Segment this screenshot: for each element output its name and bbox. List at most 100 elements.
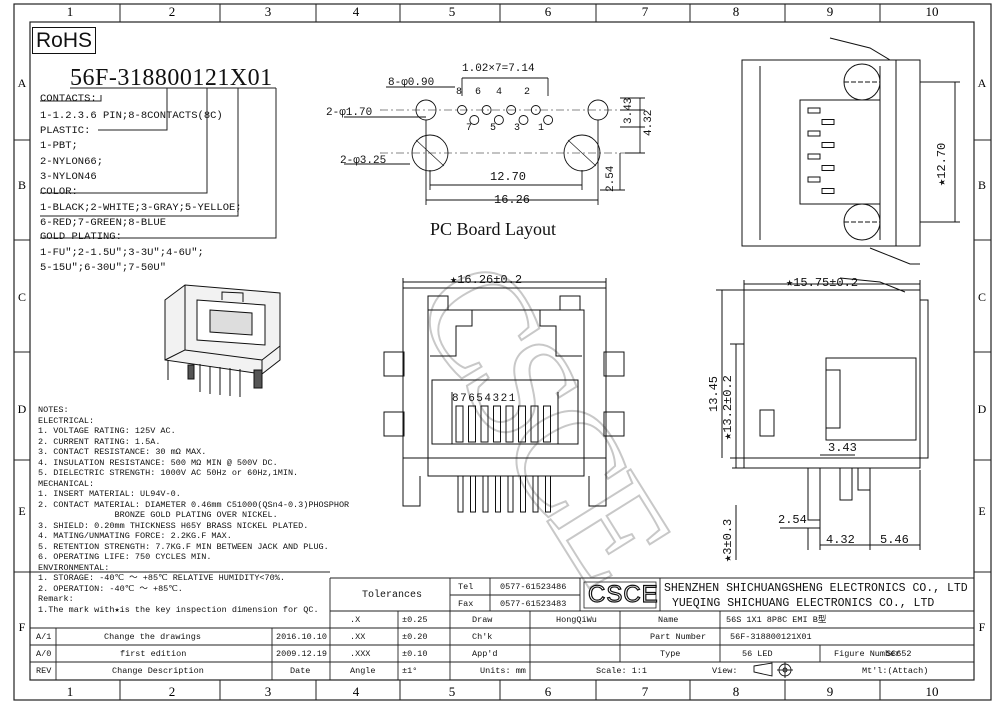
note-line: 4. INSULATION RESISTANCE: 500 MΩ MIN @ 5… [38, 457, 278, 468]
top-pin [821, 142, 835, 148]
front-contact-slot [468, 405, 476, 443]
legend-line: 1-BLACK;2-WHITE;3-GRAY;5-YELLOE; [40, 202, 242, 214]
notes-block: NOTES: ELECTRICAL: 1. VOLTAGE RATING: 12… [38, 405, 349, 615]
pcb-pin-hole [493, 115, 504, 125]
view-symbol [753, 662, 793, 678]
front-pin-leg [470, 475, 476, 513]
side-dim-254: 2.54 [778, 513, 807, 527]
rev-date: 2009.12.19 [276, 649, 328, 659]
pcb-pin-top-8: 8 [456, 87, 463, 98]
note-line: NOTES: [38, 405, 69, 415]
tolerance-value: ±1° [402, 666, 418, 676]
column-label-bottom: 10 [926, 684, 939, 699]
pcb-pin-top-4: 4 [496, 87, 503, 98]
note-line: ELECTRICAL: [38, 415, 95, 426]
front-pin-leg [520, 475, 526, 513]
column-label-bottom: 2 [169, 684, 176, 699]
note-line: 5. RETENTION STRENGTH: 7.7KG.F MIN BETWE… [38, 541, 329, 552]
note-line: 2. CURRENT RATING: 1.5A. [38, 436, 161, 447]
legend-line: COLOR: [40, 186, 78, 198]
column-label-bottom: 1 [67, 684, 74, 699]
front-contact-slot [455, 405, 464, 443]
approved-label: App'd [472, 649, 498, 659]
company-name-2: YUEQING SHICHUANG ELECTRONICS CO., LTD [672, 597, 935, 610]
row-label-left: E [18, 504, 25, 518]
rev-date: 2016.10.10 [276, 632, 328, 642]
front-view [383, 278, 625, 513]
part-code-number: 56F-318800121X01 [70, 65, 273, 91]
pcb-dim-pitch: 1.02×7=7.14 [462, 63, 535, 75]
pcb-dim-254: 2.54 [605, 165, 617, 192]
column-label-bottom: 6 [545, 684, 552, 699]
isometric-view [164, 284, 281, 397]
side-dim-1345: 13.45 [707, 375, 721, 412]
column-label-top: 8 [733, 4, 740, 19]
tolerance-value: ±0.20 [402, 632, 428, 642]
note-line: Remark: [38, 594, 74, 604]
name-label: Name [658, 615, 679, 625]
rev-header-description: Change Description [112, 666, 204, 676]
pcb-dim-small-holes: 8-φ0.90 [388, 77, 435, 89]
row-label-left: C [18, 290, 26, 304]
rev-code: A/1 [36, 632, 52, 642]
type-value: 56 LED [742, 649, 773, 659]
fax-value: 0577-61523483 [500, 599, 567, 609]
note-line: 5. DIELECTRIC STRENGTH: 1000V AC 50Hz or… [38, 468, 299, 478]
column-label-bottom: 9 [827, 684, 834, 699]
legend-line: 1-PBT; [40, 140, 78, 152]
note-line: BRONZE GOLD PLATING OVER NICKEL. [38, 510, 278, 520]
note-line: 3. CONTACT RESISTANCE: 30 mΩ MAX. [38, 447, 207, 457]
tel-label: Tel [458, 582, 474, 592]
top-pin [807, 176, 821, 183]
pcb-dim-1626: 16.26 [494, 193, 531, 207]
legend-line: 2-NYLON66; [40, 156, 104, 168]
note-line: 1. STORAGE: -40℃ ～ +85℃ RELATIVE HUMIDIT… [38, 573, 285, 583]
note-line: 3. SHIELD: 0.20mm THICKNESS H65Y BRASS N… [38, 520, 309, 531]
column-label-bottom: 5 [449, 684, 456, 699]
tolerance-value: ±0.10 [402, 649, 428, 659]
pcb-pin-bottom-1: 1 [538, 123, 545, 134]
pcb-dim-432: 4.32 [643, 109, 655, 136]
units-label: Units: mm [480, 666, 526, 676]
rev-header-code: REV [36, 666, 52, 676]
rev-header-date: Date [290, 666, 311, 676]
pcb-pin-hole [518, 115, 529, 125]
pcb-pin-top-6: 6 [475, 87, 482, 98]
note-line: 4. MATING/UNMATING FORCE: 2.2KG.F MAX. [38, 531, 232, 541]
logo-box [583, 581, 657, 609]
legend-line: 1-1.2.3.6 PIN;8-8CONTACTS(8C) [40, 110, 223, 122]
note-line: ENVIRONMENTAL: [38, 562, 110, 573]
front-pin-leg [507, 475, 514, 513]
part-code-leaders [40, 87, 277, 239]
column-label-top: 4 [353, 4, 360, 19]
pcb-layout [344, 77, 645, 205]
legend-line: 3-NYLON46 [40, 171, 97, 183]
draw-label: Draw [472, 615, 493, 625]
legend-line: 1-FU";2-1.5U";3-3U";4-6U"; [40, 247, 204, 259]
note-line: 1. INSERT MATERIAL: UL94V-0. [38, 489, 181, 499]
material-label: Mt'l:(Attach) [862, 666, 929, 676]
row-label-right: A [978, 76, 987, 90]
row-label-right: C [978, 290, 986, 304]
side-dim-546: 5.46 [880, 533, 909, 547]
tolerance-key: .XXX [350, 649, 371, 659]
note-line: 6. OPERATING LIFE: 750 CYCLES MIN. [38, 552, 212, 562]
row-label-left: B [18, 178, 26, 192]
front-contact-slot [543, 405, 551, 443]
column-label-top: 5 [449, 4, 456, 19]
column-label-top: 7 [642, 4, 649, 19]
column-label-bottom: 8 [733, 684, 740, 699]
pcb-dim-325: 2-φ3.25 [340, 155, 387, 167]
note-line: 2. CONTACT MATERIAL: DIAMETER 0.46mm C51… [38, 499, 350, 510]
legend-line: PLASTIC: [40, 125, 91, 137]
legend-line: GOLD PLATING: [40, 231, 122, 243]
side-dim-432: 4.32 [826, 533, 855, 547]
row-label-left: D [18, 402, 27, 416]
rev-description: first edition [120, 649, 187, 659]
view-label: View: [712, 666, 738, 676]
front-contact-slot [505, 405, 514, 443]
legend-line: 6-RED;7-GREEN;8-BLUE [40, 217, 167, 229]
top-pin [821, 188, 835, 194]
front-pin-leg [495, 475, 501, 513]
